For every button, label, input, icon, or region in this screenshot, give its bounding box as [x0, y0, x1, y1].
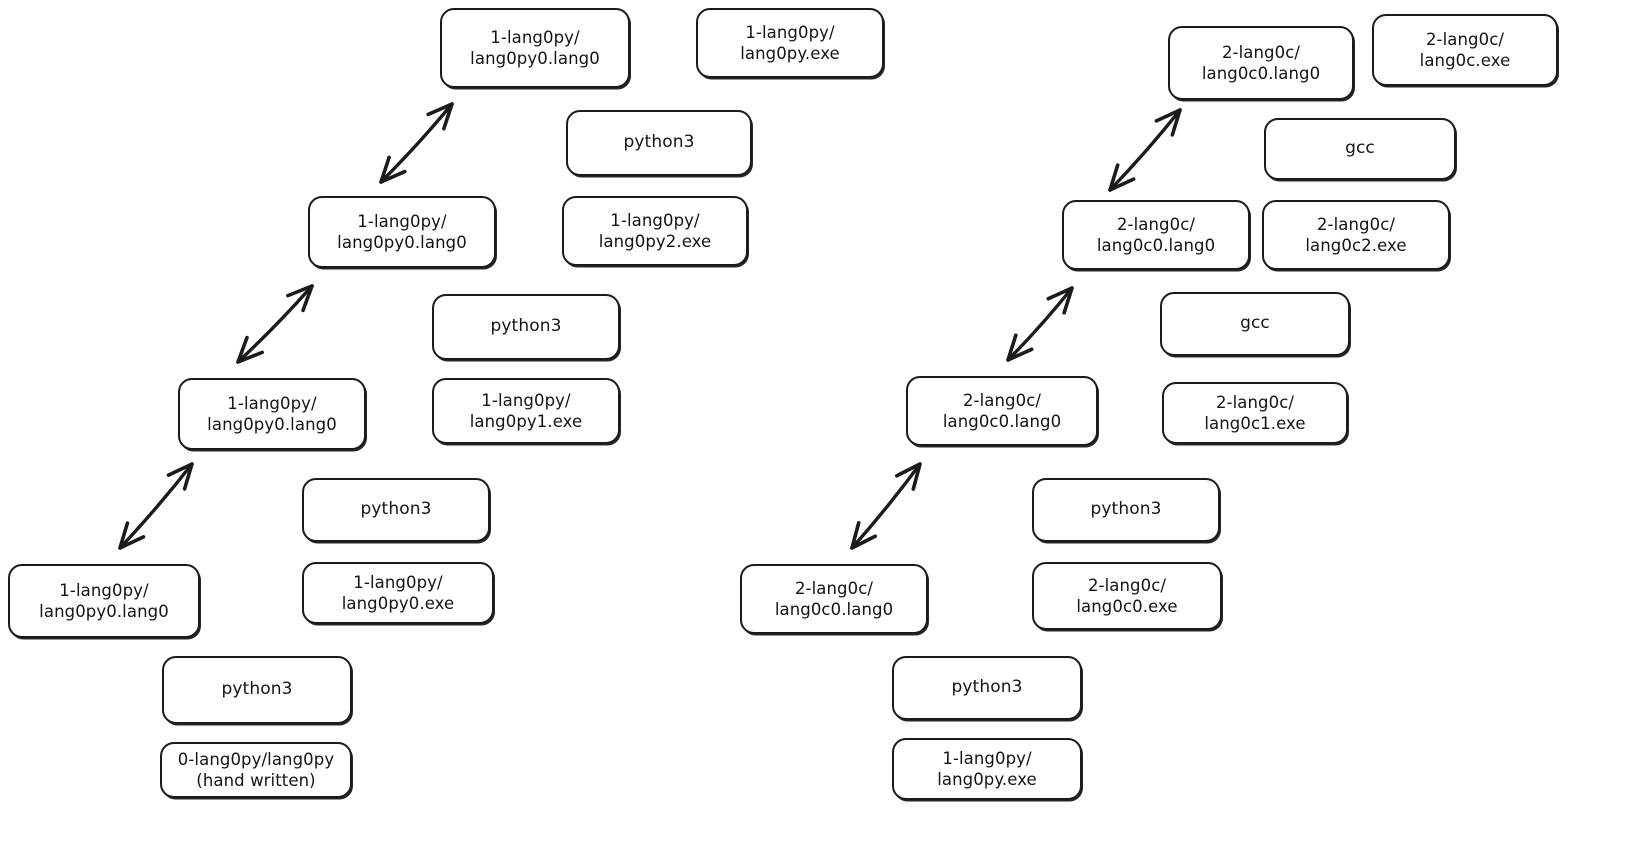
node-py-exe-3[interactable]: 1-lang0py/ lang0py.exe: [696, 8, 884, 78]
arrow-py-0-to-1-icon: [118, 462, 194, 550]
arrow-c-1-to-2-icon: [1006, 286, 1074, 362]
node-py-out-1[interactable]: 1-lang0py/ lang0py1.exe: [432, 378, 620, 444]
node-c-out-1[interactable]: 2-lang0c/ lang0c1.exe: [1162, 382, 1348, 444]
node-c-src-1[interactable]: 2-lang0c/ lang0c0.lang0: [906, 376, 1098, 446]
node-py-src-1[interactable]: 1-lang0py/ lang0py0.lang0: [178, 378, 366, 450]
node-py-tool-3[interactable]: python3: [566, 110, 752, 176]
node-c-tool-2[interactable]: gcc: [1160, 292, 1350, 356]
node-py-out-0[interactable]: 1-lang0py/ lang0py0.exe: [302, 562, 494, 624]
arrow-c-0-to-1-icon: [850, 462, 922, 550]
arrow-py-1-to-2-icon: [236, 284, 314, 364]
node-py-src-2[interactable]: 1-lang0py/ lang0py0.lang0: [308, 196, 496, 268]
node-py-hand[interactable]: 0-lang0py/lang0py (hand written): [160, 742, 352, 798]
node-c-boot[interactable]: 1-lang0py/ lang0py.exe: [892, 738, 1082, 800]
node-py-src-3[interactable]: 1-lang0py/ lang0py0.lang0: [440, 8, 630, 88]
node-py-tool-1[interactable]: python3: [302, 478, 490, 542]
arrow-py-2-to-3-icon: [379, 102, 454, 184]
arrow-c-2-to-3-icon: [1108, 108, 1182, 192]
node-c-out-0[interactable]: 2-lang0c/ lang0c0.exe: [1032, 562, 1222, 630]
node-py-tool-0[interactable]: python3: [162, 656, 352, 724]
node-c-src-3[interactable]: 2-lang0c/ lang0c0.lang0: [1168, 26, 1354, 100]
node-c-exe-3[interactable]: 2-lang0c/ lang0c.exe: [1372, 14, 1558, 86]
node-c-src-0[interactable]: 2-lang0c/ lang0c0.lang0: [740, 564, 928, 634]
node-py-src-0[interactable]: 1-lang0py/ lang0py0.lang0: [8, 564, 200, 638]
node-c-tool-3[interactable]: gcc: [1264, 118, 1456, 180]
node-c-src-2[interactable]: 2-lang0c/ lang0c0.lang0: [1062, 200, 1250, 270]
node-c-tool-1[interactable]: python3: [1032, 478, 1220, 542]
node-c-tool-0[interactable]: python3: [892, 656, 1082, 720]
node-py-out-2[interactable]: 1-lang0py/ lang0py2.exe: [562, 196, 748, 266]
node-c-out-2[interactable]: 2-lang0c/ lang0c2.exe: [1262, 200, 1450, 270]
node-py-tool-2[interactable]: python3: [432, 294, 620, 360]
